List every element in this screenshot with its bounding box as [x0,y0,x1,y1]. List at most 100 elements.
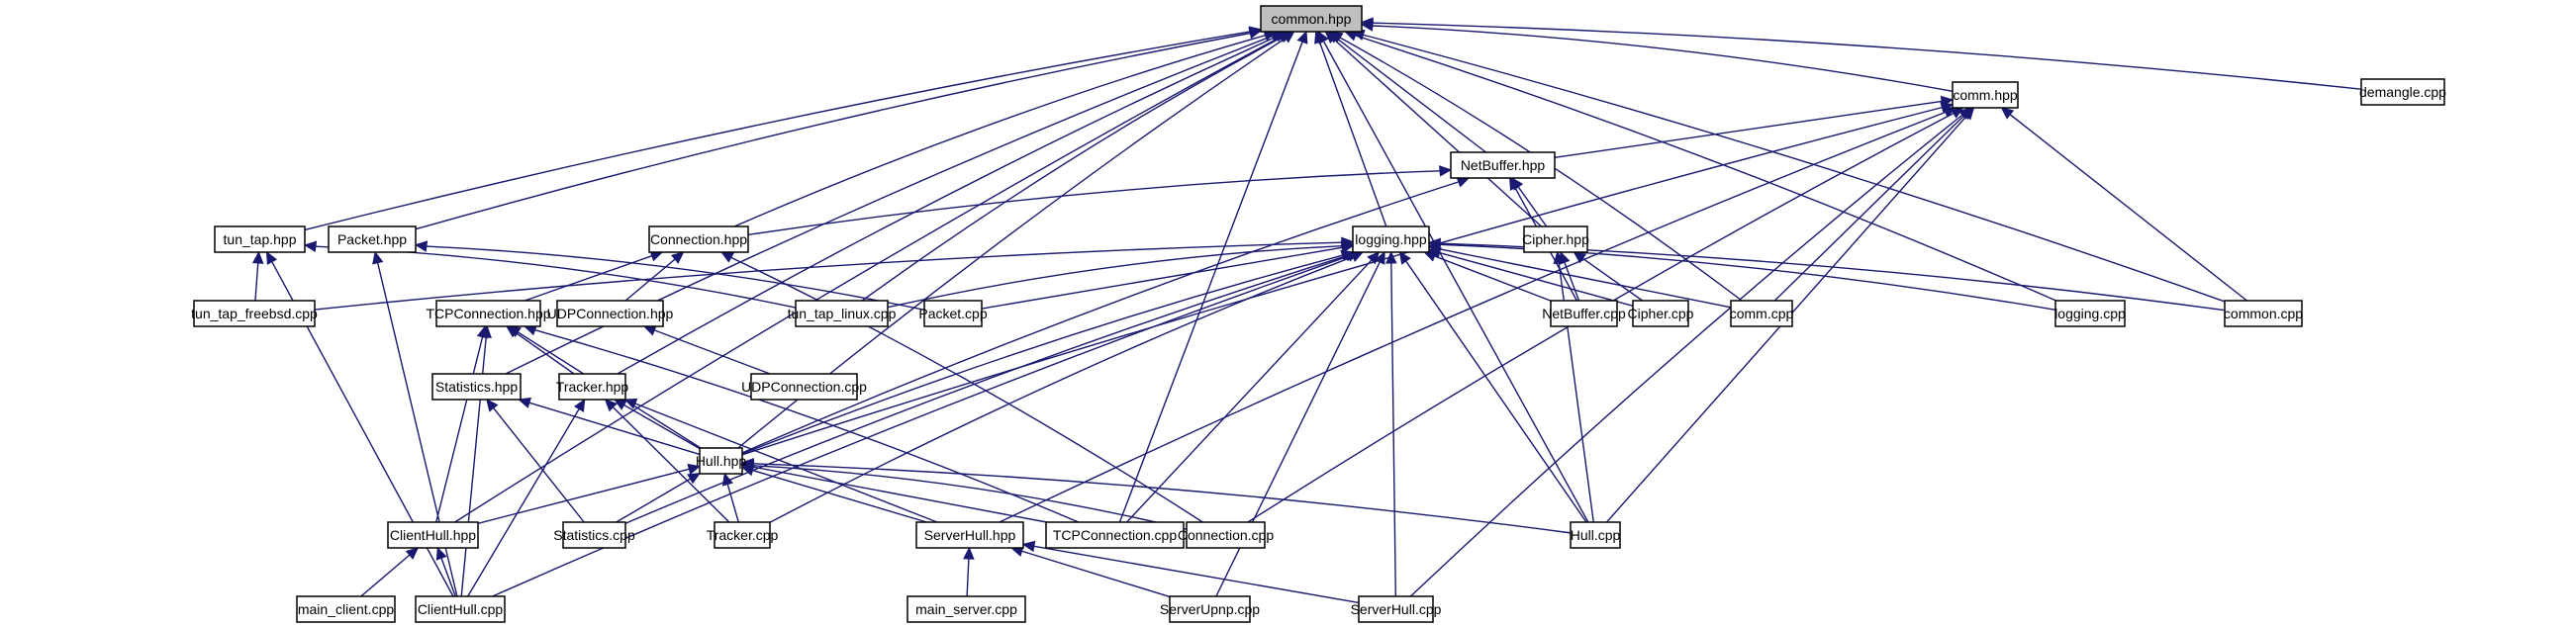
node-box[interactable] [435,300,541,327]
node-box[interactable] [1570,521,1621,549]
node-serverhull-hpp[interactable]: ServerHull.hpp [915,521,1024,549]
edge-line [1033,545,1360,604]
arrowhead-icon [1296,30,1308,45]
edge-line [769,255,1354,523]
node-netbuffer-cpp[interactable]: NetBuffer.cpp [1542,300,1626,327]
node-statistics-cpp[interactable]: Statistics.cpp [553,521,635,549]
node-tcpconnection-cpp[interactable]: TCPConnection.cpp [1045,521,1185,549]
node-udpconnection-cpp[interactable]: UDPConnection.cpp [741,373,867,401]
node-tun-tap-linux-cpp[interactable]: tun_tap_linux.cpp [788,300,897,327]
node-common-hpp[interactable]: common.hpp [1260,5,1363,33]
node-box[interactable] [415,595,506,623]
edge-line [617,36,1278,375]
node-box[interactable] [214,225,306,253]
node-box[interactable] [714,521,771,549]
node-box[interactable] [2360,78,2445,106]
edge-main_client_cpp-to-clienthull_hpp [360,547,420,597]
node-box[interactable] [2224,300,2303,327]
edge-line [467,408,580,597]
node-label: logging.hpp [1355,231,1427,247]
node-packet-cpp[interactable]: Packet.cpp [918,300,988,327]
edge-line [2009,114,2247,302]
node-box[interactable] [1352,225,1430,253]
edge-line [515,331,575,375]
node-clienthull-hpp[interactable]: ClientHull.hpp [387,521,479,549]
edge-statistics_cpp-to-statistics_hpp [486,399,585,523]
node-main-server-cpp[interactable]: main_server.cpp [906,595,1026,623]
node-box[interactable] [648,225,749,253]
node-hull-hpp[interactable]: Hull.hpp [696,447,747,475]
node-main-client-cpp[interactable]: main_client.cpp [296,595,396,623]
node-box[interactable] [795,300,889,327]
node-packet-hpp[interactable]: Packet.hpp [328,225,417,253]
node-box[interactable] [1523,225,1588,253]
node-udpconnection-hpp[interactable]: UDPConnection.hpp [547,300,674,327]
node-netbuffer-hpp[interactable]: NetBuffer.hpp [1450,151,1556,179]
node-box[interactable] [906,595,1026,623]
node-comm-hpp[interactable]: comm.hpp [1952,81,2019,109]
edge-line [634,403,938,523]
node-tracker-hpp[interactable]: Tracker.hpp [556,373,629,401]
node-statistics-hpp[interactable]: Statistics.hpp [431,373,522,401]
node-box[interactable] [296,595,396,623]
node-hull-cpp[interactable]: Hull.cpp [1570,521,1621,549]
node-box[interactable] [431,373,522,401]
edge-line [426,245,925,311]
node-box[interactable] [750,373,858,401]
edge-comm_hpp-to-common_hpp [1360,20,1954,92]
node-box[interactable] [1730,300,1793,327]
node-box[interactable] [915,521,1024,549]
node-box[interactable] [1952,81,2019,109]
node-tracker-cpp[interactable]: Tracker.cpp [707,521,779,549]
edge-tracker_cpp-to-tracker_hpp [604,399,730,523]
node-box[interactable] [699,447,743,475]
edge-connection_hpp-to-netbuffer_hpp [747,165,1453,236]
edge-clienthull_hpp-to-common_hpp [454,31,1290,523]
node-label: comm.cpp [1730,306,1794,321]
node-label: Tracker.hpp [556,379,629,395]
node-box[interactable] [1169,595,1251,623]
edge-statistics_cpp-to-hull_hpp [616,472,702,523]
node-box[interactable] [1260,5,1363,33]
node-box[interactable] [1186,521,1266,549]
node-logging-hpp[interactable]: logging.hpp [1352,225,1430,253]
node-box[interactable] [387,521,479,549]
node-box[interactable] [1358,595,1434,623]
node-demangle-cpp[interactable]: demangle.cpp [2359,78,2446,106]
node-tcpconnection-hpp[interactable]: TCPConnection.hpp [426,300,551,327]
node-box[interactable] [1550,300,1618,327]
node-label: UDPConnection.cpp [741,379,867,395]
node-connection-hpp[interactable]: Connection.hpp [648,225,749,253]
node-clienthull-cpp[interactable]: ClientHull.cpp [415,595,506,623]
node-label: tun_tap_freebsd.cpp [191,306,318,321]
edge-line [525,255,653,302]
arrowhead-icon [1509,176,1521,191]
edge-serverhull_cpp-to-logging_hpp [1385,250,1397,597]
node-box[interactable] [328,225,417,253]
node-box[interactable] [562,521,626,549]
node-box[interactable] [1632,300,1689,327]
edge-line [534,328,1080,523]
node-logging-cpp[interactable]: logging.cpp [2054,300,2126,327]
node-cipher-cpp[interactable]: Cipher.cpp [1628,300,1694,327]
node-box[interactable] [923,300,983,327]
node-connection-cpp[interactable]: Connection.cpp [1178,521,1275,549]
node-box[interactable] [193,300,316,327]
node-box[interactable] [1450,151,1556,179]
node-cipher-hpp[interactable]: Cipher.hpp [1522,225,1589,253]
edge-line [1336,38,1486,153]
edge-line [254,262,259,302]
node-comm-cpp[interactable]: comm.cpp [1730,300,1794,327]
node-box[interactable] [2054,300,2126,327]
node-common-cpp[interactable]: common.cpp [2224,300,2303,327]
node-box[interactable] [558,373,626,401]
node-serverupnp-cpp[interactable]: ServerUpnp.cpp [1160,595,1260,623]
node-box[interactable] [556,300,664,327]
arrowhead-icon [1385,250,1397,264]
node-box[interactable] [1045,521,1185,549]
arrowhead-icon [573,398,586,412]
node-tun-tap-freebsd-cpp[interactable]: tun_tap_freebsd.cpp [191,300,318,327]
node-tun-tap-hpp[interactable]: tun_tap.hpp [214,225,306,253]
node-serverhull-cpp[interactable]: ServerHull.cpp [1351,595,1442,623]
